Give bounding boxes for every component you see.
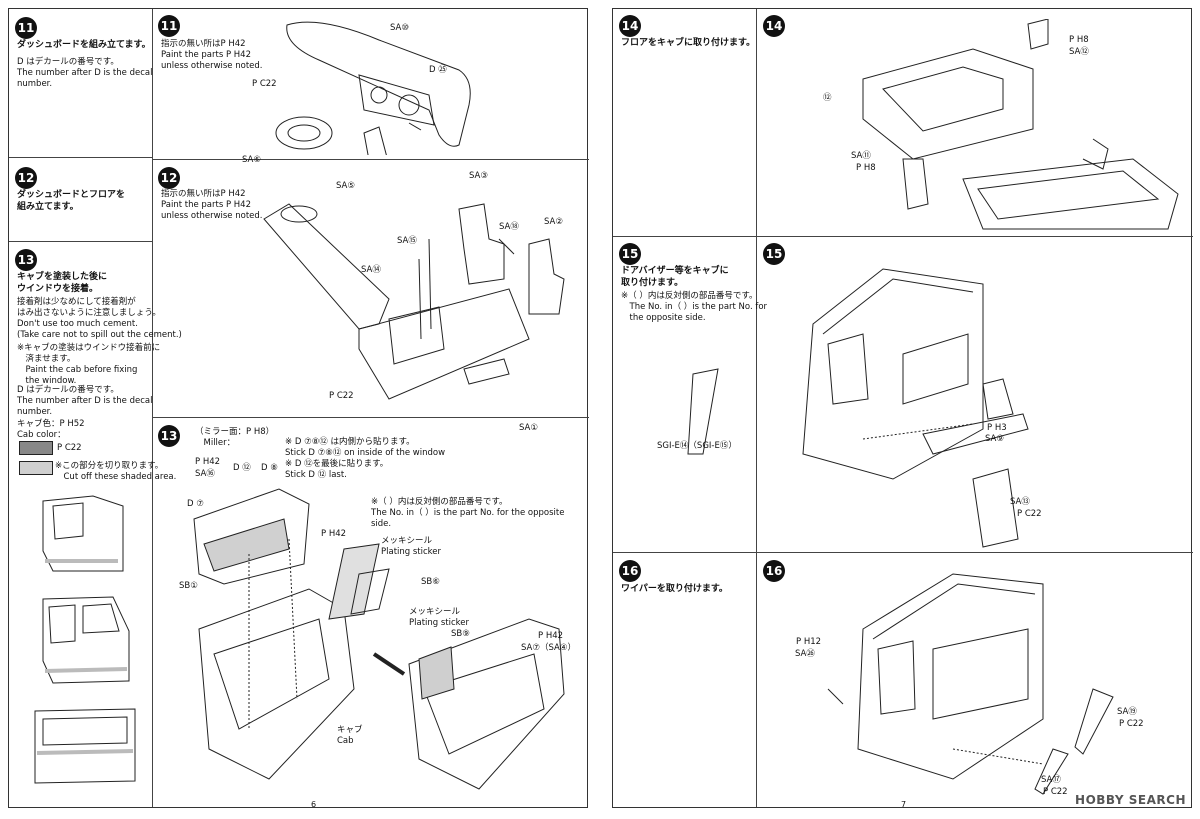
column-divider: [152, 9, 153, 807]
part-label: SA⑲: [1117, 707, 1137, 717]
paint-label: P C22: [1043, 787, 1068, 797]
step-title: キャブを塗装した後に ウインドウを接着。: [17, 272, 108, 294]
paint-note: 指示の無い所はP H42 Paint the parts P H42 unles…: [161, 39, 263, 71]
step-number: 15: [619, 243, 641, 265]
paint-label: P C22: [1017, 509, 1042, 519]
part-label: SB①: [179, 581, 198, 591]
cutoff-note: ※この部分を切り取ります。 Cut off these shaded area.: [55, 461, 177, 482]
decal-note: D はデカールの番号です。 The number after D is the …: [17, 57, 153, 89]
decal-label: D ⑫: [233, 463, 251, 473]
step-number: 16: [619, 560, 641, 582]
sticker-label: メッキシール Plating sticker: [381, 536, 442, 557]
cement-note: 接着剤は少なめにして接着剤が はみ出さないように注意しましょう。 Don't u…: [17, 297, 182, 340]
decal-label: D ⑧: [261, 463, 278, 473]
part-label: SA①: [519, 423, 538, 433]
shaded-swatch: [19, 461, 53, 475]
part-label: SA⑱: [499, 222, 519, 232]
paint-label: P C22: [252, 79, 277, 89]
paint-label: P H8: [1069, 35, 1089, 45]
part-label: SA⑤: [336, 181, 355, 191]
part-label: SA⑮: [397, 236, 417, 246]
part-label: SA⑪: [851, 151, 871, 161]
floor-to-cab-diagram: [862, 19, 1179, 230]
section-divider: [613, 552, 1193, 553]
decal-label: D ⑦: [187, 499, 204, 509]
step-number: 13: [15, 249, 37, 271]
step-number: 16: [763, 560, 785, 582]
part-label: ⑫: [823, 93, 832, 103]
part-label: SA⑩: [390, 23, 409, 33]
paint-note: 指示の無い所はP H42 Paint the parts P H42 unles…: [161, 189, 263, 221]
column-divider: [756, 9, 757, 807]
step-number: 11: [158, 15, 180, 37]
page-number: 7: [901, 800, 907, 809]
opposite-note: ※（ ）内は反対側の部品番号です。 The No. in（ ）is the pa…: [621, 291, 768, 323]
section-divider: [613, 236, 1193, 237]
step-title: ワイパーを取り付けます。: [621, 584, 728, 594]
page-right: 14 フロアをキャブに取り付けます。 15 ドアバイザー等をキャブに 取り付けま…: [612, 8, 1193, 809]
part-label: SA③: [469, 171, 488, 181]
part-label: SA⑬: [1010, 497, 1030, 507]
sticker-label: メッキシール Plating sticker: [409, 607, 470, 628]
step-title: フロアをキャブに取り付けます。: [621, 38, 756, 48]
paint-label: P H42: [538, 631, 564, 641]
page-left: 11 ダッシュボードを組み立てます。 D はデカールの番号です。 The num…: [8, 8, 589, 809]
decal-note: D はデカールの番号です。 The number after D is the …: [17, 385, 153, 417]
decal-label: D ㉕: [429, 65, 447, 75]
part-label: SA⑥: [242, 155, 261, 165]
cab-cutoff-sketches: [34, 495, 136, 784]
cab-label: キャブ Cab: [337, 725, 363, 746]
part-label: SA⑯: [195, 469, 215, 479]
step-number: 14: [619, 15, 641, 37]
section-divider: [9, 241, 152, 242]
paint-label: P H8: [856, 163, 876, 173]
cab-color-label: キャブ色：P H52 Cab color：: [17, 419, 85, 440]
stick-note: ※ D ⑦⑧⑫ は内側から貼ります。 Stick D ⑦⑧⑫ on inside…: [285, 437, 446, 480]
floor-diagram: [263, 203, 565, 400]
part-label: SA⑫: [1069, 47, 1089, 57]
section-divider: [152, 417, 589, 418]
paint-label: P H42: [321, 529, 347, 539]
dashboard-diagram: [275, 21, 471, 155]
part-label: SGI-E⑭（SGI-E⑮）: [657, 441, 737, 451]
step-title: ダッシュボードを組み立てます。: [17, 40, 151, 50]
door-visor-diagram: [687, 268, 1029, 548]
step-number: 12: [15, 167, 37, 189]
section-divider: [9, 157, 152, 158]
paint-label: P C22: [57, 443, 82, 453]
part-label: SA㉖: [795, 649, 815, 659]
step-number: 11: [15, 17, 37, 39]
cab-window-diagram: [193, 488, 565, 790]
section-divider: [152, 159, 589, 160]
step-number: 12: [158, 167, 180, 189]
paint-note: ※キャブの塗装はウインドウ接着前に 済ませます。 Paint the cab b…: [17, 343, 161, 386]
part-label: SB⑥: [421, 577, 440, 587]
paint-label: P H3: [987, 423, 1007, 433]
mirror-note: （ミラー面：P H8） Miller：: [195, 427, 275, 448]
paint-label: P C22: [1119, 719, 1144, 729]
part-label: SA②: [544, 217, 563, 227]
paint-label: P H42: [195, 457, 221, 467]
step-title: ダッシュボードとフロアを 組み立てます。: [17, 190, 126, 212]
color-swatch: [19, 441, 53, 455]
part-label: SA⑰: [1041, 775, 1061, 785]
part-label: SB⑨: [451, 629, 470, 639]
part-label: SA⑦（SA④）: [521, 643, 576, 653]
wiper-diagram: [827, 573, 1114, 795]
opposite-note: ※（ ）内は反対側の部品番号です。 The No. in（ ）is the pa…: [371, 497, 565, 529]
paint-label: P H12: [796, 637, 822, 647]
watermark: HOBBY SEARCH: [1075, 793, 1186, 807]
step-title: ドアバイザー等をキャブに 取り付けます。: [621, 266, 729, 288]
step-number: 13: [158, 425, 180, 447]
page-number: 6: [311, 800, 317, 809]
part-label: SA⑭: [361, 265, 381, 275]
paint-label: P C22: [329, 391, 354, 401]
part-label: SA⑨: [985, 434, 1004, 444]
step-number: 14: [763, 15, 785, 37]
step-number: 15: [763, 243, 785, 265]
